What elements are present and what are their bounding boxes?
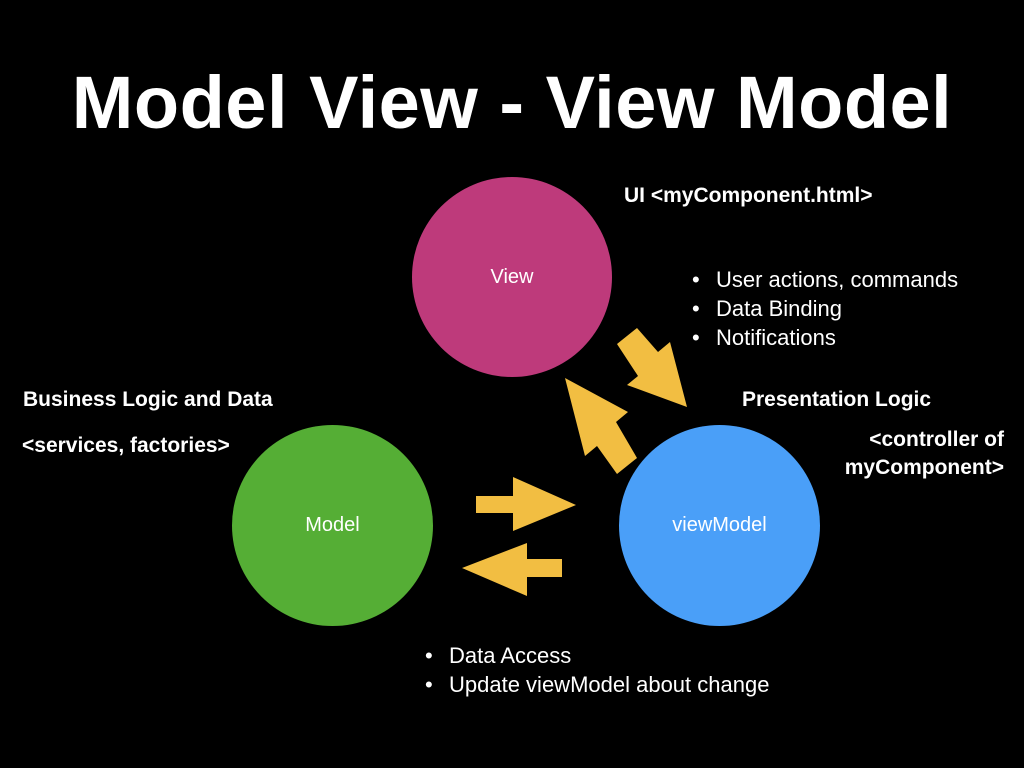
services-annotation: <services, factories> bbox=[22, 434, 230, 457]
controller-annotation: <controller of myComponent> bbox=[820, 426, 1004, 483]
business-logic-annotation: Business Logic and Data bbox=[23, 388, 273, 411]
controller-line-1: <controller of bbox=[869, 428, 1004, 451]
arrow-view-to-viewmodel bbox=[617, 328, 687, 407]
model-node: Model bbox=[232, 425, 433, 626]
bullet-item: Update viewModel about change bbox=[425, 670, 769, 699]
bullet-item: Data Access bbox=[425, 641, 769, 670]
presentation-logic-annotation: Presentation Logic bbox=[742, 388, 932, 411]
view-viewmodel-bullets: User actions, commands Data Binding Noti… bbox=[692, 265, 958, 352]
page-title: Model View - View Model bbox=[71, 61, 953, 144]
view-model-node-label: viewModel bbox=[672, 514, 767, 536]
arrow-viewmodel-to-view bbox=[565, 378, 637, 474]
arrow-model-to-viewmodel bbox=[476, 477, 576, 531]
bullet-item: Data Binding bbox=[692, 294, 958, 323]
model-viewmodel-bullets: Data Access Update viewModel about chang… bbox=[425, 641, 769, 699]
bullet-item: Notifications bbox=[692, 323, 958, 352]
bullet-item: User actions, commands bbox=[692, 265, 958, 294]
view-node-label: View bbox=[490, 265, 534, 288]
controller-line-2: myComponent> bbox=[844, 456, 1004, 480]
model-node-label: Model bbox=[305, 514, 360, 536]
ui-annotation: UI <myComponent.html> bbox=[624, 184, 873, 207]
arrow-viewmodel-to-model bbox=[462, 543, 562, 596]
view-model-node: viewModel bbox=[619, 425, 820, 626]
view-node: View bbox=[412, 177, 612, 377]
